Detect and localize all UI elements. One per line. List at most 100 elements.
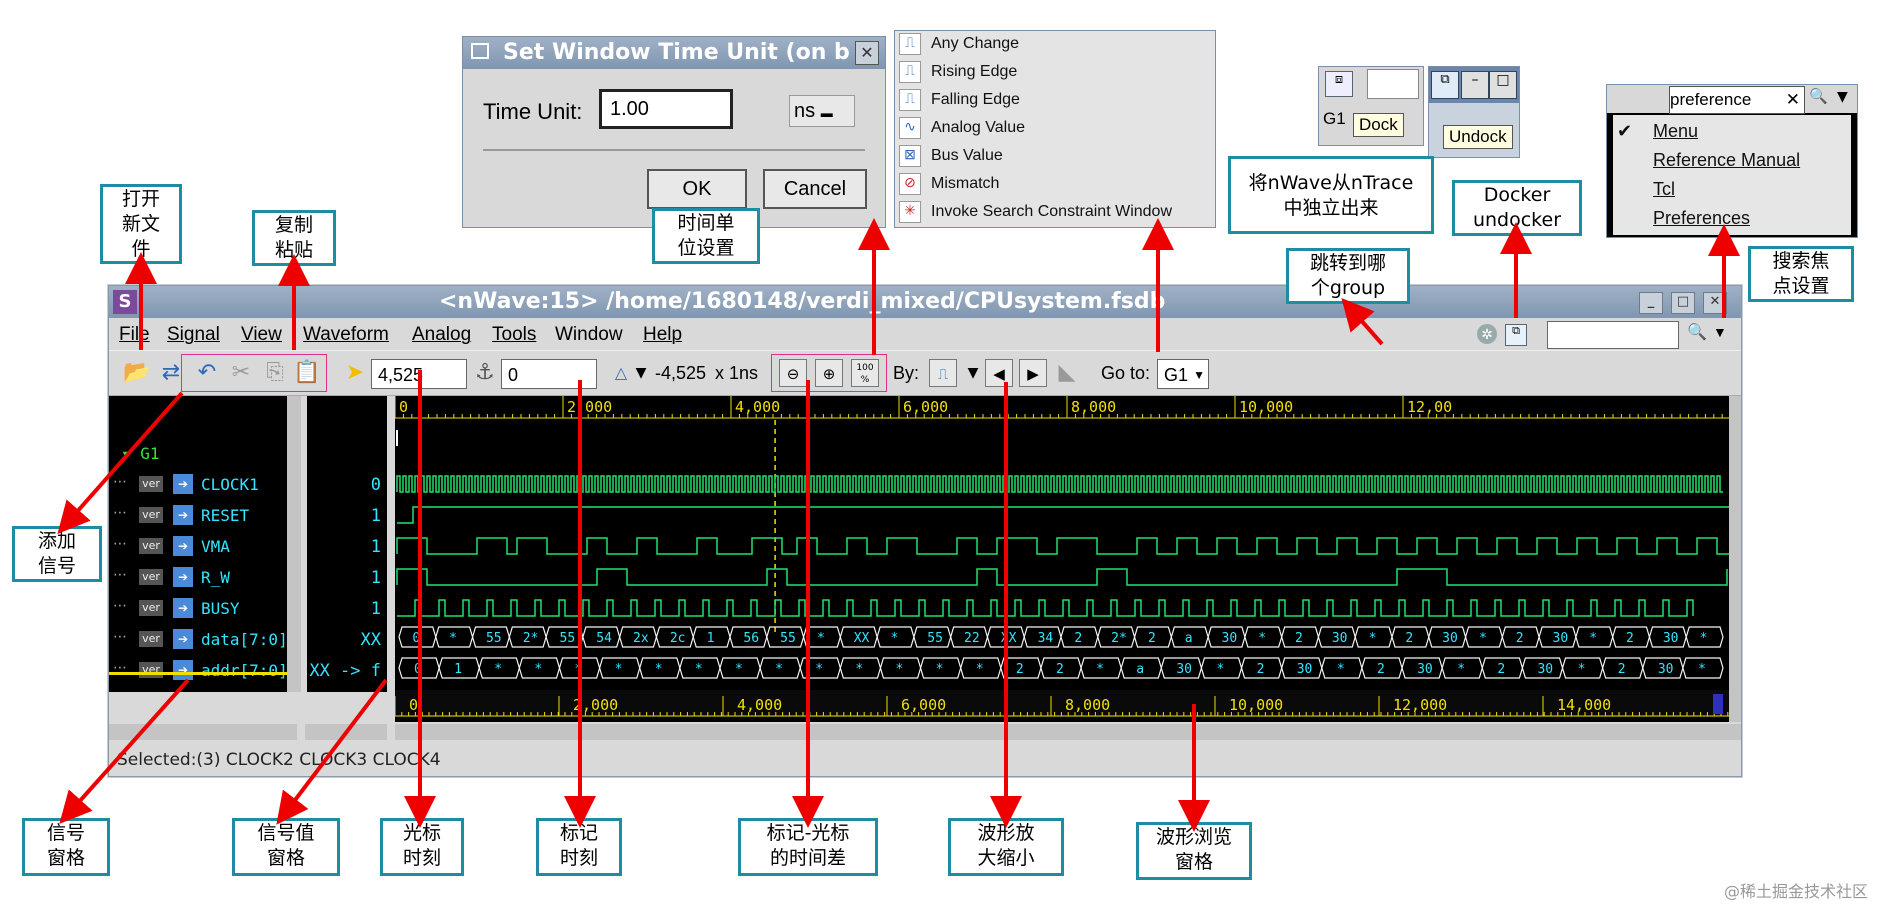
undock-tooltip: Undock	[1443, 125, 1513, 149]
verdi-logo-icon: S	[113, 290, 137, 314]
marker-time-field[interactable]: 0	[501, 359, 597, 389]
addr-bus-value: *	[855, 662, 863, 677]
maximize-button[interactable]: □	[1671, 292, 1695, 314]
menu-view[interactable]: View	[241, 324, 282, 345]
signal-horizontal-scrollbar[interactable]	[109, 724, 297, 740]
signal-name[interactable]: data[7:0]	[201, 630, 288, 649]
search-by-chevron-icon[interactable]: ▼	[967, 365, 979, 381]
signal-name[interactable]: RESET	[201, 506, 250, 525]
maximize-icon[interactable]: □	[1489, 71, 1517, 99]
select-dash-icon: ▬	[820, 106, 833, 120]
group-label[interactable]: ▾ G1	[121, 444, 160, 463]
data-bus-value: 30	[1332, 631, 1348, 646]
ver-badge: ver	[139, 600, 163, 616]
addr-bus-value: a	[1136, 662, 1144, 677]
callout-value-pane: 信号值 窗格	[232, 818, 340, 876]
addr-bus-value: *	[936, 662, 944, 677]
add-signal-icon[interactable]: ⇄	[161, 360, 181, 385]
menu-help[interactable]: Help	[643, 324, 683, 345]
search-options-chevron-icon[interactable]: ▼	[1713, 324, 1727, 340]
menu-waveform[interactable]: Waveform	[303, 324, 389, 345]
signal-name[interactable]: CLOCK1	[201, 475, 259, 494]
cut-icon[interactable]: ✂	[231, 360, 251, 385]
search-icon[interactable]: 🔍	[1687, 324, 1707, 341]
dock-tooltip: Dock	[1353, 113, 1404, 137]
signal-pane-scrollbar[interactable]	[287, 396, 301, 692]
bottom-ruler-label: 0	[409, 696, 418, 714]
delta-dropdown-chevron-icon[interactable]: ▼	[635, 365, 647, 381]
cursor-pointer-icon[interactable]: ➤	[345, 360, 365, 385]
menu-window[interactable]: Window	[555, 324, 623, 345]
menu-analog[interactable]: Analog	[412, 324, 472, 345]
search-backward-icon[interactable]: ◀	[985, 359, 1013, 387]
signal-value: 1	[370, 568, 381, 588]
minimize-button[interactable]: _	[1639, 292, 1663, 314]
minimize-icon[interactable]: –	[1461, 71, 1489, 99]
search-input[interactable]	[1547, 321, 1679, 349]
arrow-value-pane	[276, 678, 388, 825]
addr-bus-value: *	[655, 662, 663, 677]
clear-icon[interactable]: ✕	[1785, 90, 1800, 109]
copy-paste-group	[181, 354, 327, 392]
rising-edge-icon[interactable]: ⎍	[929, 359, 957, 387]
search-by-label: Invoke Search Constraint Window	[931, 203, 1172, 220]
search-focus-chevron-icon[interactable]: ▼	[1837, 89, 1848, 105]
paste-icon[interactable]: 📋	[293, 360, 321, 385]
search-forward-icon[interactable]: ▶	[1019, 359, 1047, 387]
waveform-vertical-scrollbar[interactable]	[1729, 396, 1741, 722]
check-icon: ✔	[1617, 121, 1633, 141]
menu-tools[interactable]: Tools	[492, 324, 537, 345]
zoom-in-icon[interactable]: ⊕	[815, 359, 843, 387]
signal-row[interactable]: ⋯ver➔R_W	[109, 567, 289, 589]
close-button[interactable]: ✕	[1703, 292, 1727, 314]
tree-dots: ⋯	[113, 474, 127, 490]
signal-pane[interactable]: ▾ G1 ⋯ver➔CLOCK1 ⋯ver➔RESET ⋯ ver ➔ VMA ⋯ver➔R…	[109, 396, 289, 692]
signal-name[interactable]: BUSY	[201, 599, 240, 618]
signal-name[interactable]: R_W	[201, 568, 230, 587]
dock-icon[interactable]: ⧈	[1325, 71, 1353, 97]
signal-row[interactable]: ⋯ver➔RESET	[109, 505, 289, 527]
zoom-fit-100-icon[interactable]: 100%	[851, 359, 879, 387]
cancel-button[interactable]: Cancel	[763, 169, 867, 209]
dialog-title-bar: Set Window Time Unit (on b ✕	[463, 37, 885, 69]
signal-name[interactable]: VMA	[201, 537, 230, 556]
search-focus-input[interactable]: preference✕	[1669, 86, 1805, 114]
analog-search-icon[interactable]: ◣	[1058, 360, 1076, 385]
data-bus-value: 55	[780, 631, 796, 646]
dialog-close-button[interactable]: ✕	[855, 41, 879, 65]
gear-icon[interactable]: ✲	[1477, 324, 1497, 344]
signal-row[interactable]: ⋯ver➔data[7:0]	[109, 629, 289, 651]
undock-icon[interactable]: ⧉	[1505, 324, 1527, 346]
search-focus-icon[interactable]: 🔍	[1809, 87, 1828, 105]
copy-icon[interactable]: ⎘	[266, 360, 284, 385]
search-by-label: Any Change	[931, 35, 1020, 52]
data-bus-value: *	[817, 631, 825, 646]
waveform-horizontal-scrollbar[interactable]	[395, 724, 1741, 740]
undo-icon[interactable]: ↶	[197, 360, 217, 385]
zoom-out-icon[interactable]: ⊖	[779, 359, 807, 387]
signal-direction-icon: ➔	[173, 536, 193, 556]
time-unit-value-field[interactable]: 1.00	[599, 89, 733, 129]
addr-bus-value: *	[896, 662, 904, 677]
undock-icon[interactable]: ⧉	[1431, 71, 1459, 99]
signal-name[interactable]: addr[7:0]	[201, 661, 288, 680]
signal-row[interactable]: ⋯ver➔BUSY	[109, 598, 289, 620]
time-unit-label: x 1ns	[715, 363, 759, 383]
arrow-jump-group	[1341, 298, 1384, 346]
undock-snippet: ⧉ – □ Undock	[1428, 66, 1520, 158]
marker-icon[interactable]: ⚓	[475, 360, 495, 385]
data-bus-segment	[1685, 626, 1724, 648]
data-bus-value: 0	[412, 631, 420, 646]
addr-bus-value: 30	[1417, 662, 1433, 677]
signal-row[interactable]: ⋯ver➔CLOCK1	[109, 474, 289, 496]
open-folder-icon[interactable]: 📂	[123, 360, 151, 385]
delta-triangle-icon[interactable]: △	[614, 363, 628, 382]
signal-row[interactable]: ⋯ver➔VMA	[109, 536, 289, 558]
time-unit-select[interactable]: ns ▬	[789, 95, 855, 127]
goto-group-select[interactable]: G1 ▼	[1157, 359, 1209, 389]
addr-bus-value: *	[1216, 662, 1224, 677]
menu-signal[interactable]: Signal	[167, 324, 220, 345]
